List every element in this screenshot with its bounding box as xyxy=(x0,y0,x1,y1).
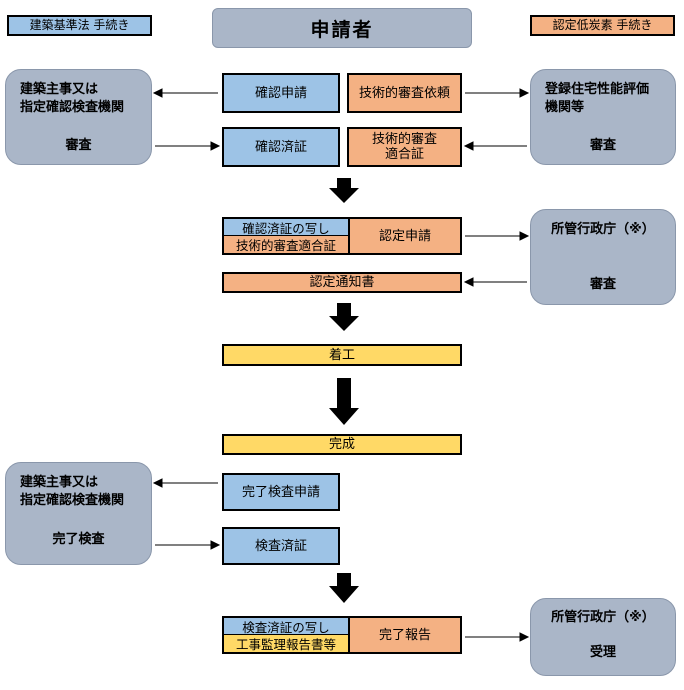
step-confirmation-application: 確認申請 xyxy=(222,73,340,113)
actor-action: 審査 xyxy=(589,277,616,292)
step-certification-application: 認定申請 xyxy=(348,217,462,255)
step-inspection-certificate: 検査済証 xyxy=(222,527,340,565)
step-line1: 技術的審査 xyxy=(371,132,437,147)
actor-action: 完了検査 xyxy=(52,532,105,547)
down-arrow-icon xyxy=(329,573,359,603)
actor-name-line2: 指定確認検査機関 xyxy=(20,100,125,115)
actor-name-line2: 機関等 xyxy=(545,100,585,115)
doc-construction-supervision-report: 工事監理報告書等 xyxy=(224,635,348,652)
actor-name: 所管行政庁（※） xyxy=(551,610,655,625)
actor-evaluation-body: 登録住宅性能評価 機関等 審査 xyxy=(530,69,676,165)
arrowhead-icon xyxy=(152,478,163,488)
doc-copy-of-confirmation: 確認済証の写し xyxy=(224,219,348,236)
step-construction-start: 着工 xyxy=(222,344,462,366)
actor-name-line2: 指定確認検査機関 xyxy=(20,493,125,508)
doc-technical-review-compliance: 技術的審査適合証 xyxy=(224,236,348,253)
applicant-header: 申請者 xyxy=(212,8,472,48)
step-confirmation-certificate: 確認済証 xyxy=(222,127,340,167)
arrowhead-icon xyxy=(519,88,530,98)
step-submitted-documents: 確認済証の写し 技術的審査適合証 xyxy=(222,217,350,255)
arrowhead-icon xyxy=(210,141,221,151)
step-completion-report: 完了報告 xyxy=(348,616,462,654)
actor-action: 受理 xyxy=(589,645,616,660)
step-completion: 完成 xyxy=(222,434,462,455)
step-technical-review-request: 技術的審査依頼 xyxy=(347,73,462,113)
step-final-documents: 検査済証の写し 工事監理報告書等 xyxy=(222,616,350,654)
arrowhead-icon xyxy=(463,141,474,151)
actor-name-line1: 建築主事又は xyxy=(20,82,99,97)
legend-building-standards: 建築基準法 手続き xyxy=(7,15,152,36)
actor-name-line1: 登録住宅性能評価 xyxy=(545,82,650,97)
actor-admin-office: 所管行政庁（※） 審査 xyxy=(530,209,676,305)
step-completion-inspection-application: 完了検査申請 xyxy=(222,473,340,511)
doc-copy-of-inspection-cert: 検査済証の写し xyxy=(224,618,348,635)
actor-action: 審査 xyxy=(65,138,92,153)
down-arrow-icon xyxy=(329,378,359,425)
actor-name: 所管行政庁（※） xyxy=(551,222,655,237)
step-technical-review-certificate: 技術的審査 適合証 xyxy=(347,127,462,167)
arrowhead-icon xyxy=(519,632,530,642)
down-arrow-icon xyxy=(329,303,359,331)
actor-admin-office-receipt: 所管行政庁（※） 受理 xyxy=(530,598,676,676)
down-arrow-icon xyxy=(329,178,359,203)
actor-action: 審査 xyxy=(589,138,616,153)
arrowhead-icon xyxy=(210,540,221,550)
actor-inspection-body-completion: 建築主事又は 指定確認検査機関 完了検査 xyxy=(5,462,152,565)
legend-low-carbon: 認定低炭素 手続き xyxy=(530,15,675,36)
arrowhead-icon xyxy=(463,277,474,287)
actor-name-line1: 建築主事又は xyxy=(20,475,99,490)
step-certification-notice: 認定通知書 xyxy=(222,272,462,293)
step-line2: 適合証 xyxy=(384,147,424,162)
arrowhead-icon xyxy=(152,88,163,98)
actor-inspection-body: 建築主事又は 指定確認検査機関 審査 xyxy=(5,69,152,165)
arrowhead-icon xyxy=(519,231,530,241)
